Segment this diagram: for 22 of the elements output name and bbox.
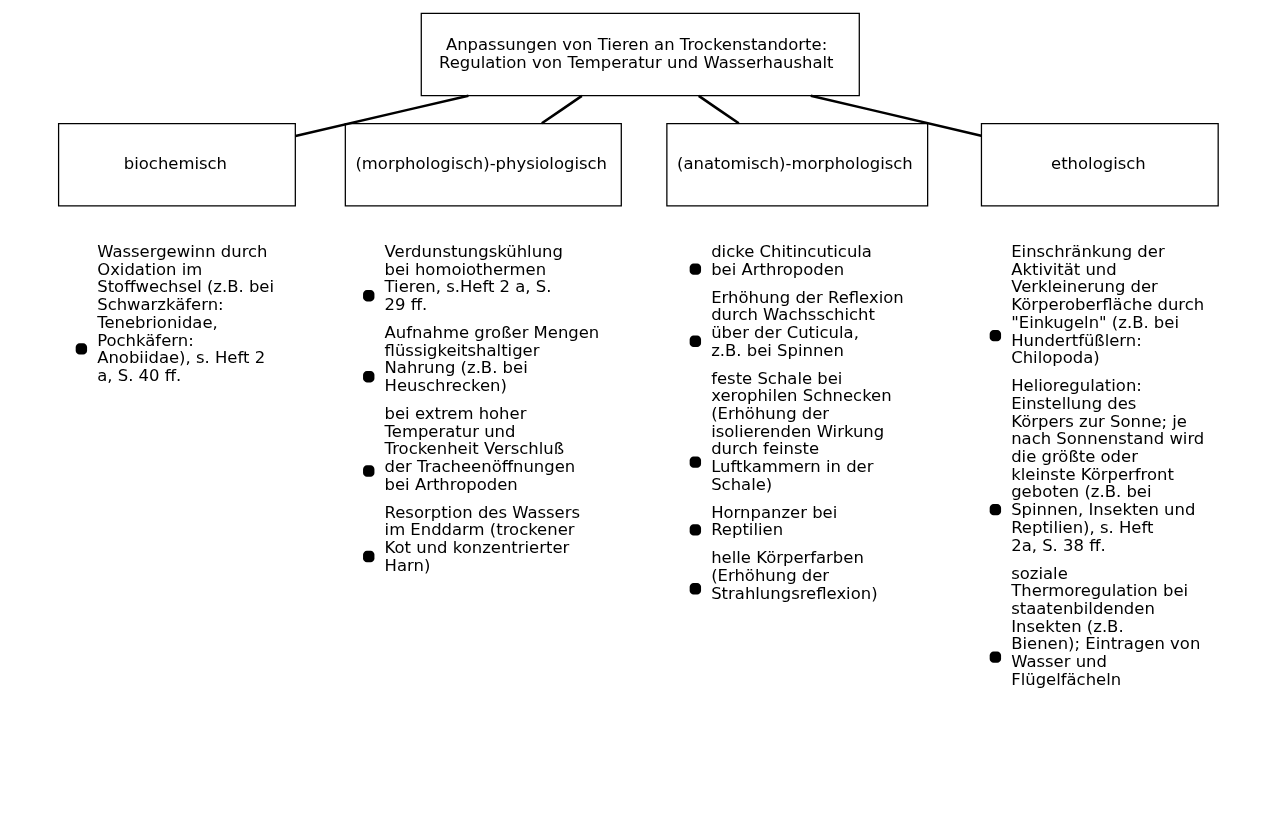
node-label: Hornpanzer bei Reptilien: [711, 502, 838, 540]
node-box: (anatomisch)-morphologisch: [666, 122, 929, 207]
node-label: Verdunstungskühlung bei homoiothermen Tieren, s.Heft 2 a, S. 29 ff.: [384, 241, 563, 315]
connector: [698, 94, 740, 125]
node-label: soziale Thermoregulation bei staatenbildenden Insekten (z.B. Bienen); Eintragen von Wasser und Flügelfächeln: [1011, 563, 1201, 689]
connector: [295, 94, 469, 138]
node-label: feste Schale bei xerophilen Schnecken (Erhöhung der isolierenden Wirkung durch feinste Luftkammern in der Schale): [711, 368, 892, 494]
connector: [541, 94, 583, 125]
node-label: Einschränkung der Aktivität und Verkleinerung der Körperoberfläche durch "Einkugeln" (z.B. bei Hundertfüßlern: Chilopoda): [1011, 241, 1205, 368]
node-label: helle Körperfarben (Erhöhung der Strahlungsreflexion): [711, 548, 878, 603]
node-label: Helioregulation: Einstellung des Körpers zur Sonne; je nach Sonnenstand wird die größte oder kleinste Körperfront geboten (z.B. bei Spinnen, Insekten und Reptilien), s. Heft 2a, S. 38 ff.: [1011, 376, 1205, 555]
node-label: Wassergewinn durch Oxidation im Stoffwechsel (z.B. bei Schwarzkäfern: Tenebrionidae, Pochkäfern: Anobiidae), s. Heft 2 a, S. 40 ff.: [97, 241, 275, 386]
node-box: (morphologisch)-physiologisch: [344, 122, 622, 207]
node-box: ethologisch: [980, 122, 1219, 207]
node-label: Aufnahme großer Mengen flüssigkeitshaltiger Nahrung (z.B. bei Heuschrecken): [384, 322, 600, 396]
node-label: Resorption des Wassers im Enddarm (trockener Kot und konzentrierter Harn): [384, 502, 581, 575]
node-label: bei extrem hoher Temperatur und Trockenheit Verschluß der Tracheenöffnungen bei Arthropoden: [384, 404, 576, 494]
node-label: Erhöhung der Reflexion durch Wachsschicht über der Cuticula, z.B. bei Spinnen: [711, 287, 904, 360]
node-box: biochemisch: [57, 122, 296, 207]
connector: [810, 94, 982, 137]
node-label: dicke Chitincuticula bei Arthropoden: [711, 241, 872, 279]
node-box: Anpassungen von Tieren an Trockenstandorte: Regulation von Temperatur und Wasserhaushalt: [420, 12, 860, 97]
